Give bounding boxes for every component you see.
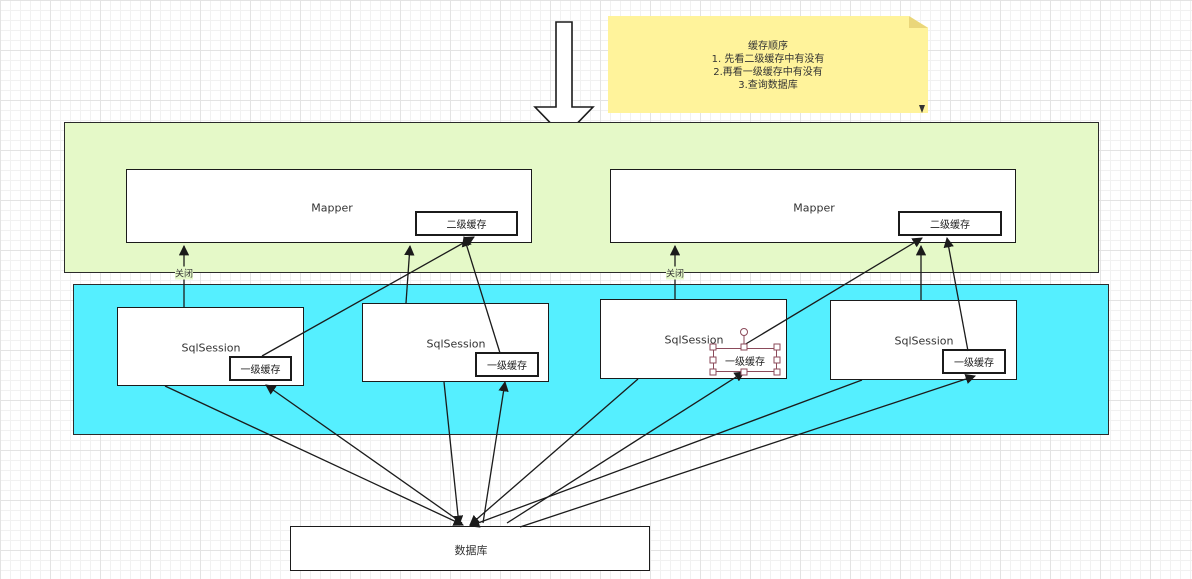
mapper-box-1[interactable]: Mapper 二级缓存 bbox=[126, 169, 532, 243]
db-to-session2cache-arrow[interactable] bbox=[482, 380, 509, 524]
sqlsession-label: SqlSession bbox=[426, 337, 486, 351]
session4cache-to-l2cache-arrow[interactable] bbox=[943, 236, 969, 352]
second-level-cache-1[interactable]: 二级缓存 bbox=[415, 211, 518, 236]
session3-to-db-arrow[interactable] bbox=[469, 378, 639, 526]
session2-to-db-arrow[interactable] bbox=[443, 381, 464, 527]
close-label-2: 关闭 bbox=[665, 266, 685, 280]
session1cache-to-l2cache-arrow[interactable] bbox=[261, 236, 475, 357]
cache-order-note[interactable]: 缓存顺序 1. 先看二级缓存中有没有 2.再看一级缓存中有没有 3.查询数据库 bbox=[608, 16, 928, 113]
db-to-session4cache-arrow[interactable] bbox=[519, 374, 976, 528]
note-title: 缓存顺序 bbox=[748, 41, 788, 52]
mapper-box-2[interactable]: Mapper 二级缓存 bbox=[610, 169, 1016, 243]
sqlsession-label: SqlSession bbox=[181, 341, 241, 355]
first-level-cache-1[interactable]: 一级缓存 bbox=[229, 356, 292, 381]
close-label-1: 关闭 bbox=[174, 266, 194, 280]
session1-to-db-arrow[interactable] bbox=[164, 385, 464, 526]
session4-to-db-arrow[interactable] bbox=[469, 379, 863, 528]
second-level-cache-2[interactable]: 二级缓存 bbox=[898, 211, 1002, 236]
sqlsession-label: SqlSession bbox=[894, 334, 954, 348]
sqlsession-box-3[interactable]: SqlSession 一级缓存 bbox=[600, 299, 787, 379]
session2cache-to-l2cache-arrow[interactable] bbox=[461, 236, 501, 354]
database-label: 数据库 bbox=[454, 544, 488, 557]
session3cache-to-l2cache-arrow[interactable] bbox=[743, 237, 923, 346]
sqlsession-box-2[interactable]: SqlSession 一级缓存 bbox=[362, 303, 549, 382]
note-line-3: 3.查询数据库 bbox=[738, 80, 798, 91]
first-level-cache-4[interactable]: 一级缓存 bbox=[942, 349, 1006, 374]
note-line-2: 2.再看一级缓存中有没有 bbox=[713, 67, 823, 78]
db-to-session3cache-arrow[interactable] bbox=[506, 371, 745, 524]
mapper-label: Mapper bbox=[311, 201, 353, 215]
mapper-label: Mapper bbox=[793, 201, 835, 215]
db-to-session1cache-arrow[interactable] bbox=[265, 384, 463, 524]
first-level-cache-2[interactable]: 一级缓存 bbox=[475, 352, 539, 377]
sqlsession-box-1[interactable]: SqlSession 一级缓存 bbox=[117, 307, 304, 386]
selection-handles[interactable] bbox=[709, 328, 781, 376]
note-marker-icon bbox=[919, 105, 925, 113]
sqlsession-label: SqlSession bbox=[664, 333, 724, 347]
sqlsession-box-4[interactable]: SqlSession 一级缓存 bbox=[830, 300, 1017, 380]
note-line-1: 1. 先看二级缓存中有没有 bbox=[711, 54, 825, 65]
